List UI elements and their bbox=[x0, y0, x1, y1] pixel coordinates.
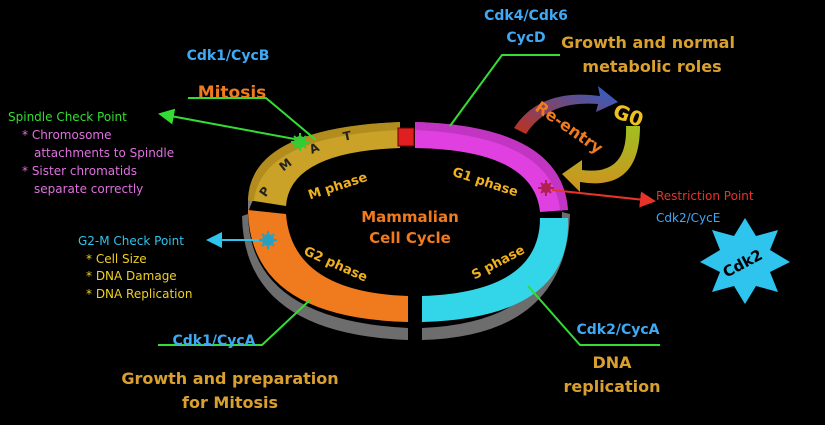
dna-replication-line1: DNA bbox=[592, 353, 632, 372]
center-title-line2: Cell Cycle bbox=[369, 229, 451, 247]
g1-phase-label: G1 phase bbox=[450, 165, 520, 200]
s-phase-segment bbox=[422, 218, 569, 322]
cell-cycle-ring bbox=[242, 122, 570, 340]
reentry-arrow-icon bbox=[514, 86, 618, 134]
growth-preparation-line1: Growth and preparation bbox=[121, 369, 338, 388]
cdk1-cycb-label: Cdk1/CycB bbox=[187, 48, 270, 64]
g2-phase-segment bbox=[248, 210, 408, 322]
g0-label: G0 bbox=[610, 99, 647, 132]
spindle-item-4: separate correctly bbox=[34, 182, 143, 196]
spindle-item-1: * Chromosome bbox=[22, 128, 112, 142]
cdk4-cdk6-label: Cdk4/Cdk6 bbox=[484, 8, 568, 24]
leader-mitosis bbox=[188, 97, 317, 141]
g2m-checkpoint-title: G2-M Check Point bbox=[78, 234, 184, 248]
cdk2-cyce-label: Cdk2/CycE bbox=[656, 211, 720, 225]
cdk2-star-icon bbox=[700, 218, 790, 304]
g2m-item-3: * DNA Replication bbox=[86, 287, 192, 301]
leader-lines bbox=[158, 54, 660, 346]
cycd-label: CycD bbox=[506, 30, 545, 46]
spindle-checkpoint-marker-icon bbox=[291, 133, 309, 151]
m-g1-boundary-block bbox=[397, 127, 415, 147]
growth-preparation-line2: for Mitosis bbox=[182, 393, 278, 412]
center-title-line1: Mammalian bbox=[361, 208, 459, 226]
g2m-checkpoint-marker-icon bbox=[259, 231, 277, 249]
dna-replication-line2: replication bbox=[564, 377, 661, 396]
leader-g2 bbox=[158, 299, 311, 346]
cdk1-cyca-label: Cdk1/CycA bbox=[173, 333, 256, 349]
leader-growth-normal bbox=[449, 54, 560, 127]
ring-wall-s bbox=[422, 212, 570, 340]
cdk2-cyca-label: Cdk2/CycA bbox=[577, 322, 660, 338]
restriction-point-marker-icon bbox=[538, 180, 554, 196]
m-phase-segment bbox=[248, 122, 400, 206]
mitosis-letter-t: T bbox=[342, 128, 354, 144]
m-phase-label: M phase bbox=[306, 170, 369, 203]
spindle-checkpoint-title: Spindle Check Point bbox=[8, 110, 127, 124]
restriction-point-label: Restriction Point bbox=[656, 189, 754, 203]
leader-s bbox=[527, 285, 660, 346]
spindle-arrow bbox=[158, 108, 301, 141]
reentry-label: Re-entry bbox=[532, 97, 607, 158]
g2m-item-2: * DNA Damage bbox=[86, 269, 177, 283]
g0-return-arrow-icon bbox=[562, 126, 640, 192]
restriction-arrow bbox=[551, 189, 656, 208]
g2m-item-1: * Cell Size bbox=[86, 252, 147, 266]
g1-phase-segment bbox=[415, 122, 568, 212]
spindle-item-2: attachments to Spindle bbox=[34, 146, 174, 160]
spindle-item-3: * Sister chromatids bbox=[22, 164, 137, 178]
ring-wall-g2 bbox=[242, 214, 408, 340]
growth-normal-line2: metabolic roles bbox=[582, 57, 721, 76]
mitosis-label: Mitosis bbox=[198, 83, 267, 103]
growth-normal-line1: Growth and normal bbox=[561, 33, 735, 52]
